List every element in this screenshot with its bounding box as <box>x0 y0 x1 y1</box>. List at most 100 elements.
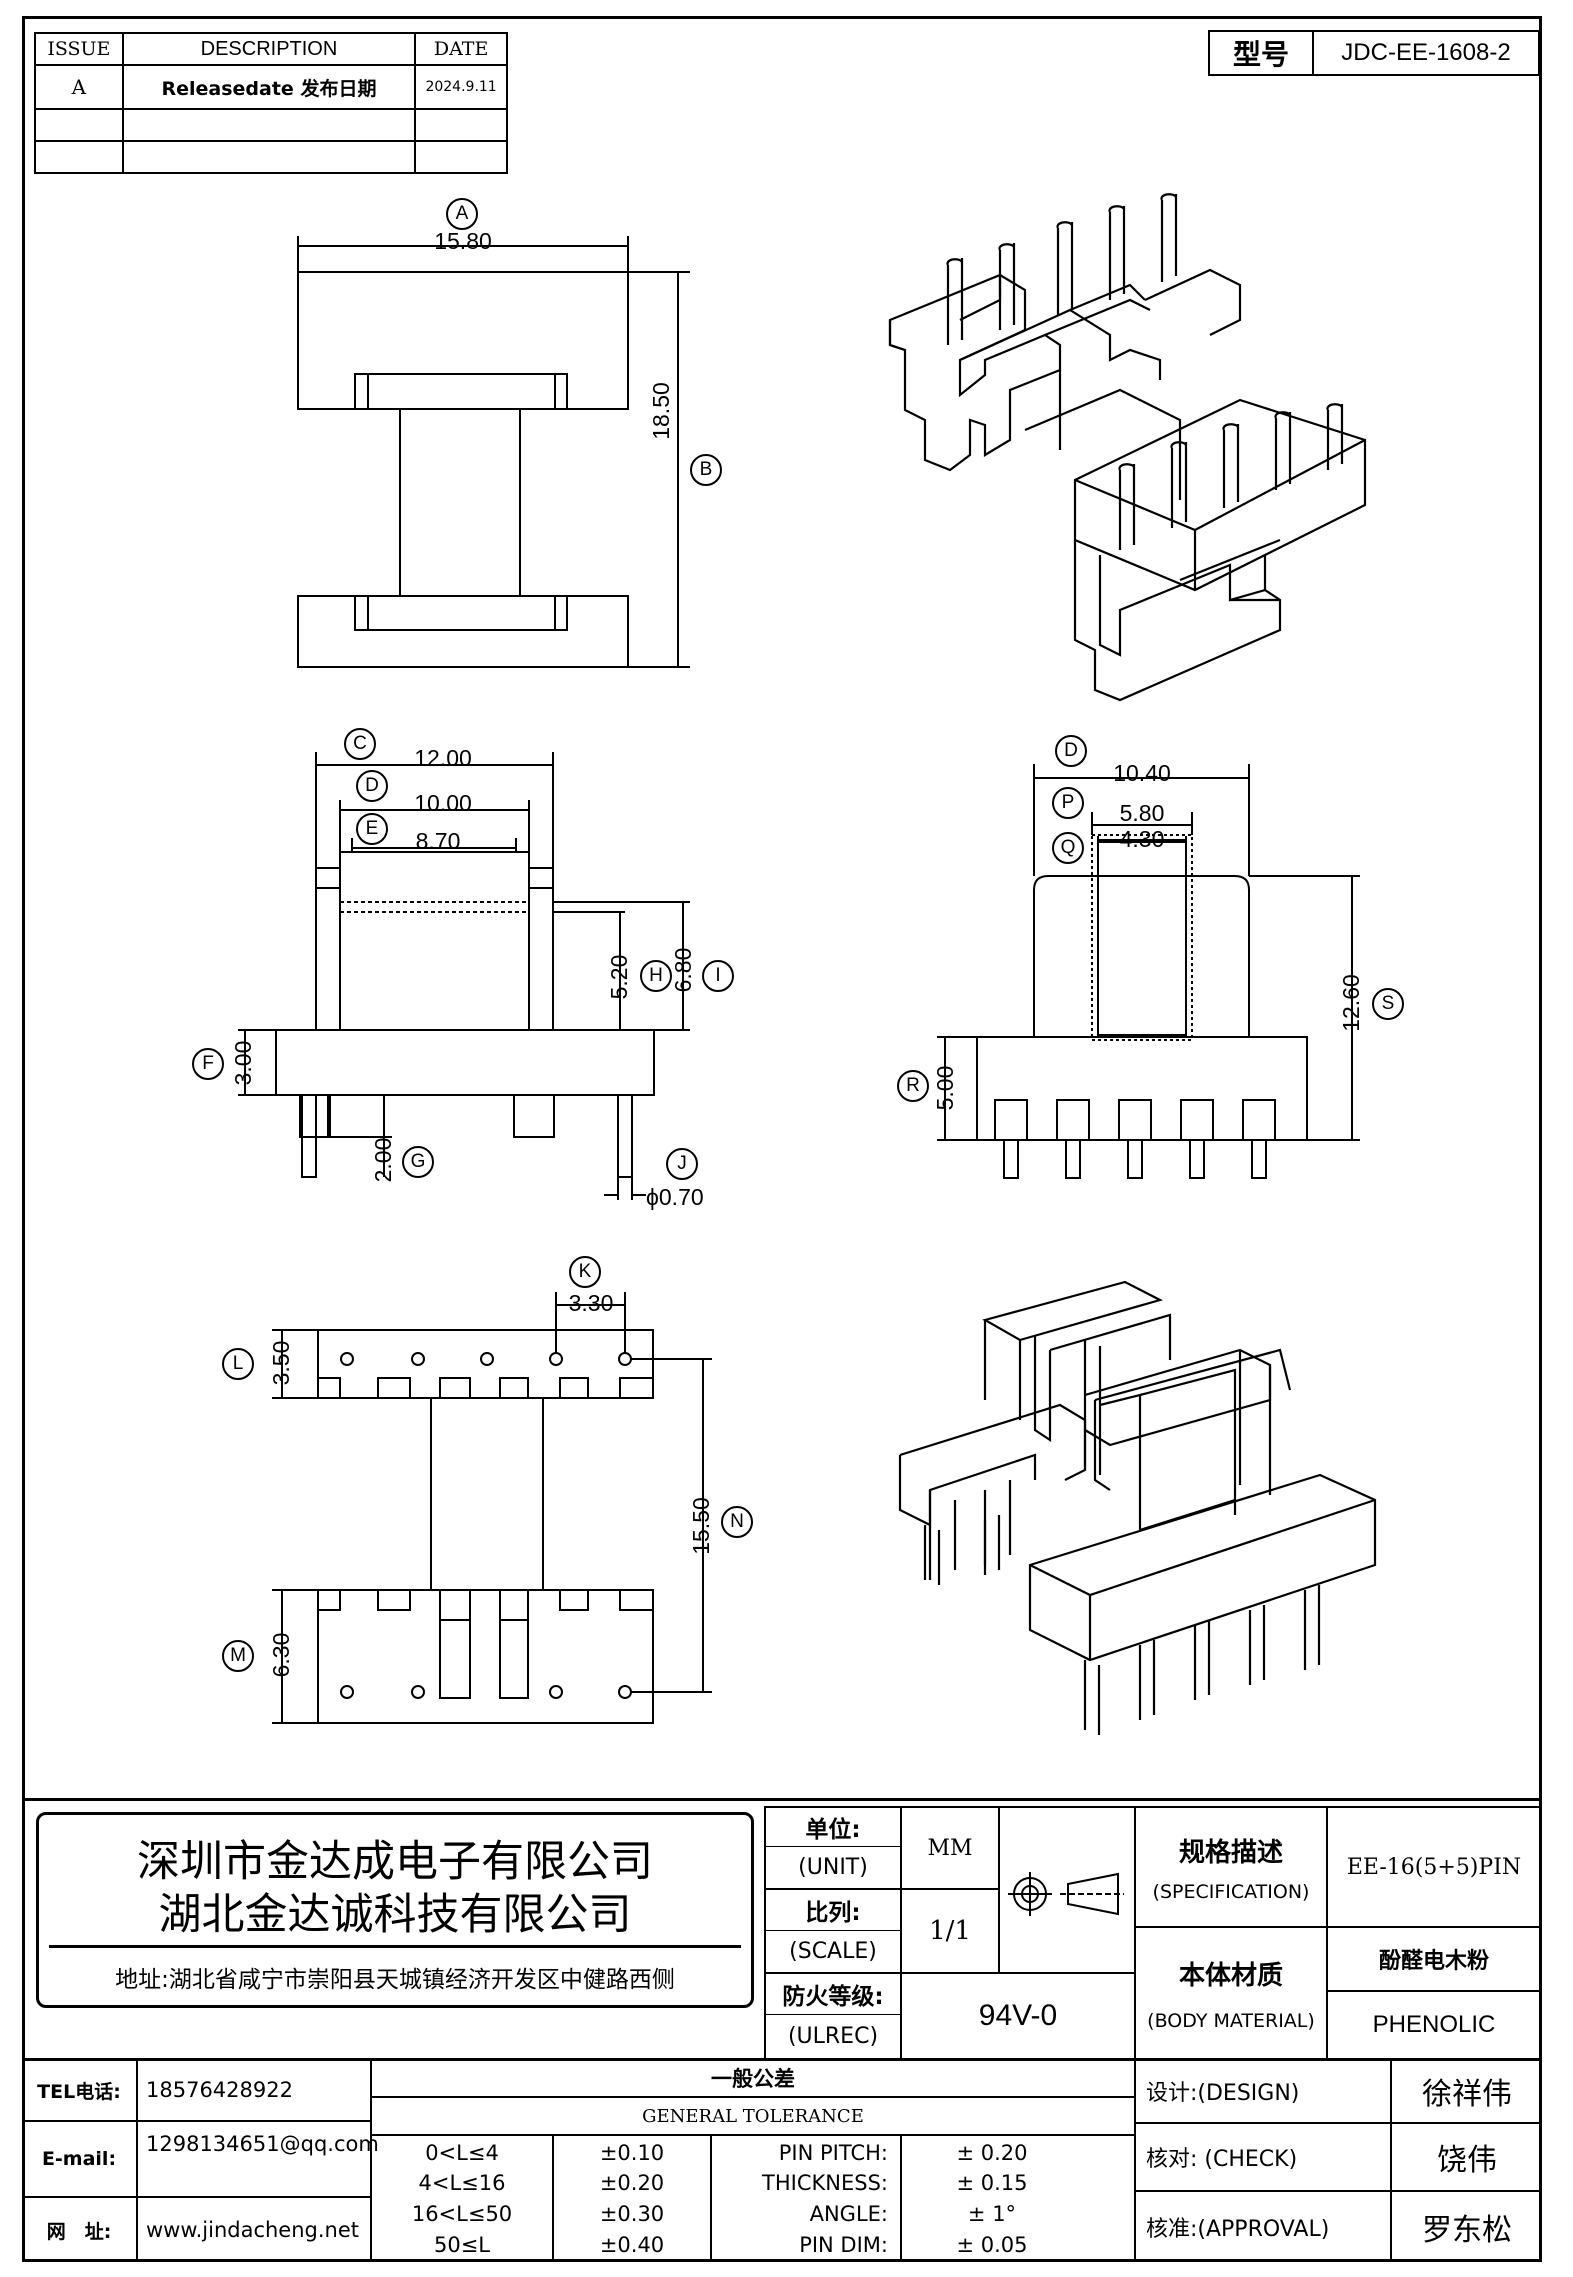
model-value: JDC-EE-1608-2 <box>1341 39 1511 66</box>
dim-n-value: 15.50 <box>688 1497 714 1555</box>
tolerance-other-col: PIN PITCH: THICKNESS: ANGLE: PIN DIM: <box>712 2136 902 2262</box>
spec-material-block: 规格描述 (SPECIFICATION) EE-16(5+5)PIN 本体材质 … <box>1136 1806 1542 2060</box>
technical-drawing <box>238 193 1377 1735</box>
dim-d-side-value: 10.40 <box>1113 760 1171 786</box>
callout-k: K <box>569 1256 601 1288</box>
tolerance-value-col: ±0.10 ±0.20 ±0.30 ±0.40 <box>554 2136 712 2262</box>
rev-header-description: DESCRIPTION <box>121 32 417 66</box>
callout-d-front: D <box>356 770 388 802</box>
range-tol-1: ±0.10 <box>599 2141 665 2165</box>
dim-h-value: 5.20 <box>606 954 632 1000</box>
callout-p: P <box>1052 787 1084 819</box>
unit-value: MM <box>902 1808 1000 1890</box>
top-view-drawing <box>297 236 690 668</box>
scale-cn: 比列: <box>805 1900 861 1926</box>
model-label: 型号 <box>1210 32 1314 74</box>
callout-j: J <box>666 1148 698 1180</box>
dim-q-value: 4.30 <box>1119 826 1165 852</box>
dim-c-value: 12.00 <box>414 745 472 771</box>
dim-l-value: 3.50 <box>268 1340 294 1386</box>
scale-en: (SCALE) <box>766 1930 900 1974</box>
side-view-drawing <box>937 764 1360 1179</box>
approve-label: 核准:(APPROVAL) <box>1136 2192 1392 2262</box>
tolerance-block: 一般公差 GENERAL TOLERANCE 0<L≤4 4<L≤16 16<L… <box>372 2060 1136 2262</box>
range-tol-4: ±0.40 <box>599 2233 665 2257</box>
spec-value-column: MM 1/1 94V-0 <box>902 1806 1136 2060</box>
material-label-cell: 本体材质 (BODY MATERIAL) <box>1136 1928 1328 2058</box>
spec-cn: 规格描述 <box>1178 1837 1283 1868</box>
company-name-1: 深圳市金达成电子有限公司 <box>137 1837 653 1887</box>
rev-header-issue: ISSUE <box>34 32 124 66</box>
dim-i-value: 6.80 <box>670 947 696 993</box>
callout-d-side: D <box>1055 735 1087 767</box>
tolerance-title-en: GENERAL TOLERANCE <box>372 2098 1134 2136</box>
thickness-value: ± 0.15 <box>956 2171 1028 2195</box>
rev-description: Releasedate 发布日期 <box>121 64 417 110</box>
material-en: (BODY MATERIAL) <box>1147 2009 1315 2032</box>
dim-g-value: 2.00 <box>370 1137 396 1183</box>
unit-cn: 单位: <box>805 1817 861 1843</box>
range-tol-3: ±0.30 <box>599 2202 665 2226</box>
dim-b-value: 18.50 <box>648 382 674 440</box>
tolerance-title-cn: 一般公差 <box>372 2060 1134 2098</box>
pin-dim-value: ± 0.05 <box>956 2233 1028 2257</box>
callout-q: Q <box>1052 832 1084 864</box>
email-label: E-mail: <box>22 2122 138 2198</box>
projection-symbol <box>1000 1808 1134 1974</box>
callout-h: H <box>640 960 672 992</box>
spec-label-cell: 规格描述 (SPECIFICATION) <box>1136 1808 1328 1928</box>
email-value: 1298134651@qq.com <box>138 2122 379 2198</box>
dim-e-value: 8.70 <box>415 828 461 854</box>
callout-f: F <box>192 1048 224 1080</box>
callout-b: B <box>690 454 722 486</box>
check-name: 饶伟 <box>1392 2124 1542 2192</box>
contact-block: TEL电话: 18576428922 E-mail: 1298134651@qq… <box>22 2060 379 2262</box>
bottom-view-drawing <box>272 1292 712 1724</box>
iso-view-bottom-drawing <box>898 1280 1377 1735</box>
spec-value: EE-16(5+5)PIN <box>1328 1808 1540 1928</box>
bottom-band-divider <box>22 2058 1542 2061</box>
angle-label: ANGLE: <box>809 2202 888 2226</box>
pin-pitch-value: ± 0.20 <box>956 2141 1028 2165</box>
dim-f-value: 3.00 <box>230 1040 256 1086</box>
tolerance-other-values: ± 0.20 ± 0.15 ± 1° ± 0.05 <box>902 2136 1134 2262</box>
range-1: 0<L≤4 <box>425 2141 499 2165</box>
drawing-frame <box>22 16 1542 2262</box>
spec-en: (SPECIFICATION) <box>1152 1880 1310 1903</box>
callout-s: S <box>1372 988 1404 1020</box>
iso-view-top-drawing <box>888 193 1367 702</box>
design-label: 设计:(DESIGN) <box>1136 2060 1392 2124</box>
callout-g: G <box>402 1146 434 1178</box>
design-name: 徐祥伟 <box>1392 2060 1542 2124</box>
callout-r: R <box>897 1070 929 1102</box>
ulrec-en: (ULREC) <box>766 2014 900 2058</box>
material-cn: 本体材质 <box>1178 1960 1283 1991</box>
material-value-cn: 酚醛电木粉 <box>1328 1928 1540 1992</box>
range-4: 50≤L <box>433 2233 491 2257</box>
callout-a: A <box>446 198 478 230</box>
spec-label-column: 单位: (UNIT) 比列: (SCALE) 防火等级: (ULREC) <box>764 1806 902 2060</box>
model-box: 型号 JDC-EE-1608-2 <box>1208 30 1540 76</box>
dim-s-value: 12.60 <box>1338 974 1364 1032</box>
dim-a-value: 15.80 <box>434 228 492 254</box>
web-value: www.jindacheng.net <box>146 2218 360 2242</box>
table-row: A Releasedate 发布日期 2024.9.11 <box>34 64 508 110</box>
ulrec-cn: 防火等级: <box>782 1984 884 2010</box>
approve-name: 罗东松 <box>1422 2213 1512 2248</box>
tel-value: 18576428922 <box>138 2060 370 2122</box>
company-divider <box>49 1945 741 1948</box>
angle-value: ± 1° <box>967 2202 1017 2226</box>
range-2: 4<L≤16 <box>418 2171 506 2195</box>
dim-m-value: 6.30 <box>268 1632 294 1678</box>
dim-p-value: 5.80 <box>1119 800 1165 826</box>
title-block-divider <box>22 1798 1542 1801</box>
thickness-label: THICKNESS: <box>762 2171 888 2195</box>
unit-en: (UNIT) <box>766 1846 900 1890</box>
rev-header-date: DATE <box>414 32 508 66</box>
table-row <box>34 140 508 174</box>
check-label: 核对: (CHECK) <box>1136 2124 1392 2192</box>
range-3: 16<L≤50 <box>411 2202 513 2226</box>
material-value-en: PHENOLIC <box>1372 2011 1496 2038</box>
company-box: 深圳市金达成电子有限公司 湖北金达诚科技有限公司 地址:湖北省咸宁市崇阳县天城镇… <box>36 1812 754 2008</box>
company-address: 地址:湖北省咸宁市崇阳县天城镇经济开发区中健路西侧 <box>115 1967 675 1993</box>
